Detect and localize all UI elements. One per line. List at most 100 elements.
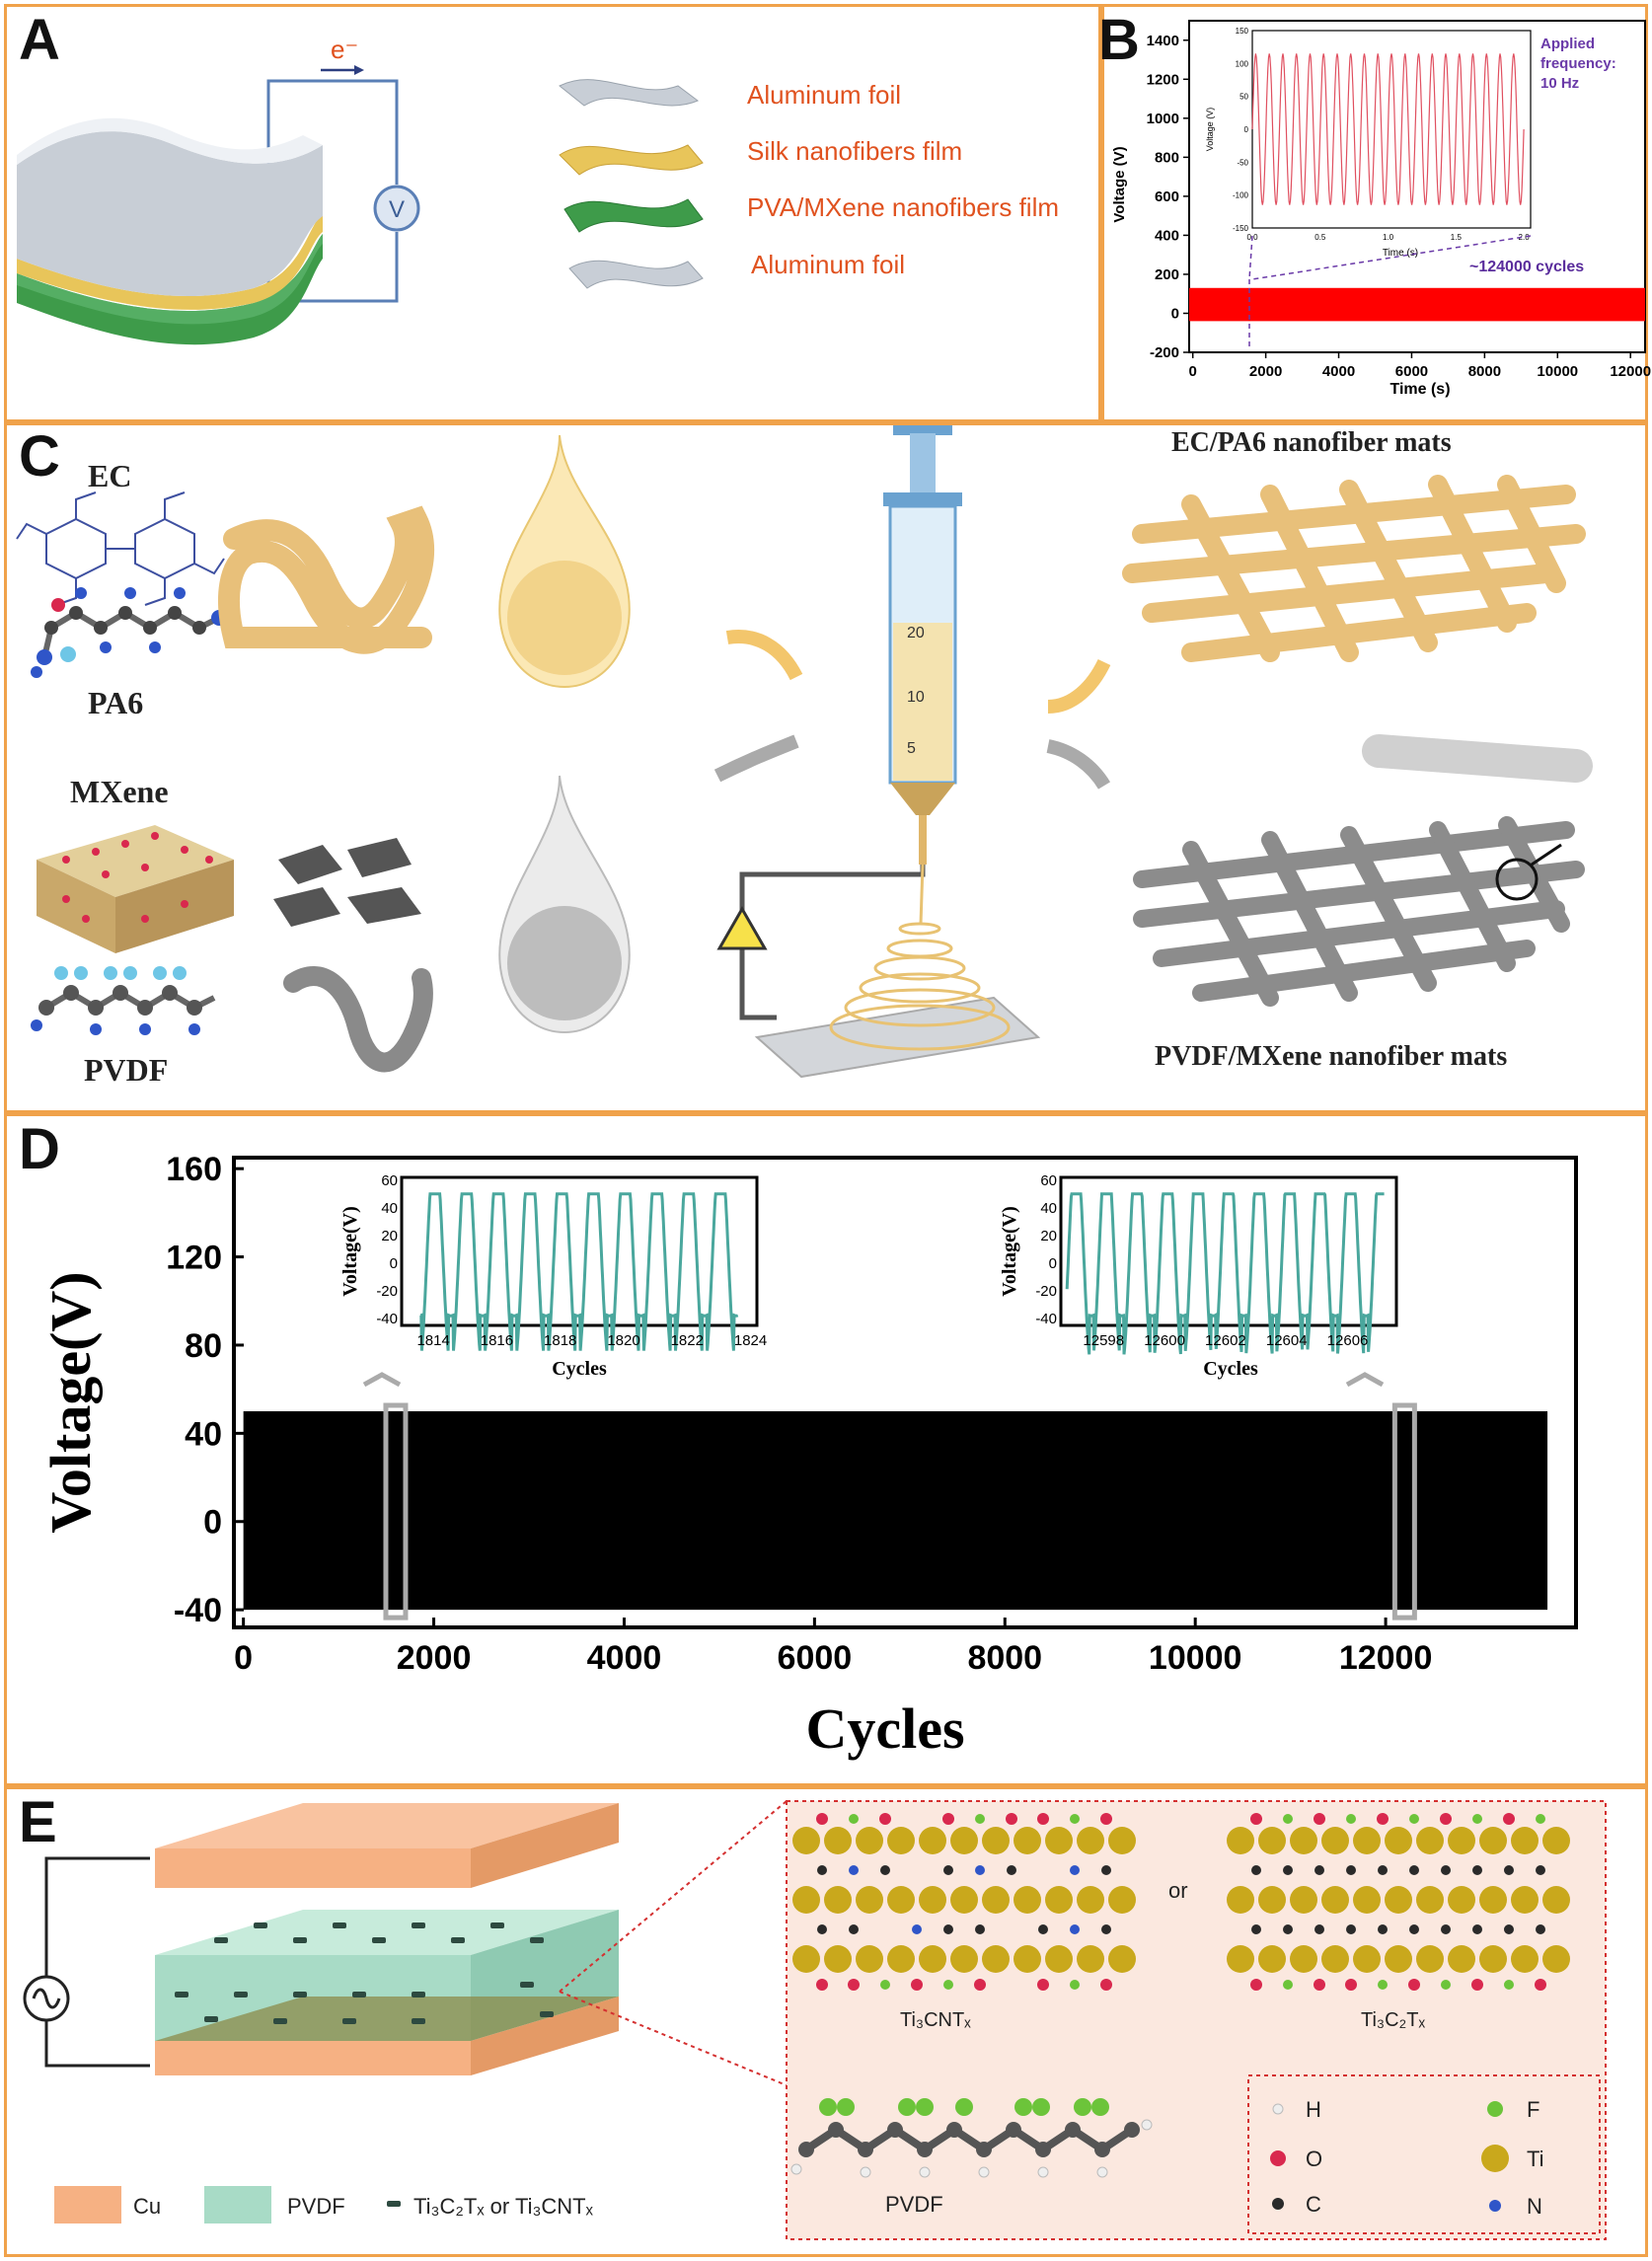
panel-d-callout-2: [1345, 1372, 1385, 1388]
panel-e-diagram: Cu PVDF Ti₃C₂Tₓ or Ti₃CNTₓ: [23, 1800, 1607, 2240]
arrow-to-ec-mat: [1047, 658, 1111, 714]
panel-d-ylabel: Voltage(V): [38, 1271, 103, 1533]
panel-b-ytick-label: 600: [1155, 188, 1179, 205]
atom-f-icon: [1487, 2101, 1503, 2117]
pvdf-mxene-mat-title: PVDF/MXene nanofiber mats: [1155, 1041, 1507, 1072]
panel-b-inset-ytick-label: -100: [1233, 191, 1249, 200]
panel-b-zoom-line-1: [1248, 235, 1253, 280]
zoom-fiber: [1362, 734, 1593, 783]
panel-d-inset-xtick-label: 1818: [544, 1332, 576, 1349]
cu-top-electrode: [155, 1803, 619, 1888]
layer-foil-top: [559, 79, 699, 107]
panel-b-inset-ylabel: Voltage (V): [1205, 108, 1215, 152]
legend-cu-label: Cu: [133, 2194, 161, 2219]
panel-b-inset-xtick-label: 1.5: [1451, 233, 1463, 242]
panel-d-inset-ytick-label: 20: [381, 1228, 398, 1244]
layer-label-1: Aluminum foil: [747, 80, 901, 110]
mxene-flakes: [273, 838, 421, 927]
panel-b-ytick-label: 1400: [1147, 33, 1179, 49]
atom-ti-label: Ti: [1527, 2147, 1544, 2171]
panel-b-inset-xtick-label: 1.0: [1383, 233, 1394, 242]
syringe-mark-5: 5: [907, 740, 916, 757]
panel-b-inset-ytick-label: 150: [1236, 27, 1249, 36]
panel-d-inset-ytick-label: 0: [390, 1255, 398, 1272]
atom-legend-box: [1247, 2074, 1601, 2234]
panel-d-inset-right-ylabel: Voltage(V): [999, 1206, 1020, 1296]
panel-d-label: D: [19, 1117, 60, 1181]
panel-b-inset-frame: [1251, 30, 1532, 229]
panel-b-ytick-label: 1200: [1147, 71, 1179, 88]
panel-b-xtick-label: 6000: [1395, 363, 1428, 380]
atom-o-icon: [1270, 2150, 1286, 2166]
panel-c-label: C: [19, 424, 60, 489]
ec-pa6-mat: [1122, 475, 1586, 662]
panel-d-inset-ytick-label: -40: [376, 1311, 398, 1327]
panel-b-applied-3: 10 Hz: [1540, 75, 1579, 92]
arrow-to-pvdf-mat: [1046, 739, 1111, 790]
panel-d-xlabel: Cycles: [805, 1696, 964, 1761]
panel-d-inset-ytick-label: 40: [1040, 1200, 1057, 1217]
panel-b-xtick-label: 8000: [1468, 363, 1501, 380]
atom-c-icon: [1272, 2198, 1284, 2210]
panel-d-inset-ytick-label: 20: [1040, 1228, 1057, 1244]
panel-d-inset-ytick-label: -20: [376, 1283, 398, 1300]
panel-d-ytick-label: 80: [185, 1327, 222, 1365]
syringe: 20 10 5: [883, 425, 962, 865]
ec-pa6-fiber: [218, 505, 434, 654]
panel-b-applied-1: Applied: [1540, 36, 1595, 52]
panel-b-xtick-label: 10000: [1537, 363, 1578, 380]
panel-d-inset-left-xlabel: Cycles: [552, 1358, 607, 1380]
or-label: or: [1168, 1878, 1188, 1903]
pa6-structure: [31, 587, 227, 678]
atom-n-icon: [1489, 2200, 1501, 2212]
panel-b-ytick-label: 1000: [1147, 111, 1179, 127]
mxene-label: MXene: [70, 774, 169, 809]
ec-structure: [16, 491, 225, 606]
panel-d-inset-left-ylabel: Voltage(V): [339, 1206, 361, 1296]
panel-c: C EC PA6 MXene PVDF: [4, 422, 1648, 1113]
panel-d-inset-left-frame: [400, 1175, 759, 1327]
cu-bottom-electrode: [155, 1997, 619, 2075]
panel-d-inset-ytick-label: -20: [1035, 1283, 1057, 1300]
layer-label-2: Silk nanofibers film: [747, 136, 962, 166]
fiber-spiral: [829, 864, 1011, 1051]
layer-silk: [559, 144, 704, 176]
panel-d-ytick-label: 0: [203, 1504, 222, 1542]
panel-b-ylabel: Voltage (V): [1111, 146, 1128, 222]
panel-a-label: A: [19, 8, 60, 72]
syringe-mark-10: 10: [907, 689, 925, 706]
high-voltage-icon: [716, 905, 768, 950]
layer-foil-bottom: [568, 260, 704, 289]
struct-ti3cnt-label: Ti₃CNTₓ: [900, 2009, 971, 2031]
pvdf-fiber: [283, 966, 433, 1073]
panel-b-xlabel: Time (s): [1389, 381, 1450, 398]
panel-b-signal-band: [1189, 287, 1645, 322]
voltmeter-symbol: V: [389, 196, 405, 223]
panel-b-applied-2: frequency:: [1540, 55, 1616, 72]
panel-d-callout-1: [362, 1372, 402, 1388]
panel-d-inset-left-signal: [419, 1192, 739, 1351]
ec-pa6-droplet-content: [507, 561, 622, 675]
ac-wire: [44, 1856, 150, 2068]
ac-sine: [32, 1988, 61, 2009]
panel-d-ytick-label: 160: [166, 1151, 222, 1188]
panel-b-ytick-label: 400: [1155, 227, 1179, 244]
panel-a-diagram: V e⁻ Aluminum foil Silk nanofibers film …: [17, 35, 1059, 345]
panel-b-inset-xlabel: Time (s): [1383, 248, 1418, 259]
panel-d-xtick-label: 10000: [1149, 1639, 1242, 1677]
ec-pa6-mat-title: EC/PA6 nanofiber mats: [1171, 427, 1452, 458]
panel-c-diagram: EC PA6 MXene PVDF: [16, 425, 1593, 1088]
atom-n-label: N: [1527, 2194, 1542, 2219]
panel-b-chart: Voltage (V) Time (s) 1400120010008006004…: [1111, 20, 1651, 398]
panel-d-inset-ytick-label: -40: [1035, 1311, 1057, 1327]
zoom-pointer: [1531, 843, 1562, 867]
legend-filler-label: Ti₃C₂Tₓ or Ti₃CNTₓ: [413, 2194, 594, 2219]
panel-d-xtick-label: 8000: [967, 1639, 1042, 1677]
panel-d-inset-xtick-label: 12598: [1083, 1332, 1124, 1349]
pvdf-structure: [31, 966, 216, 1035]
electron-arrowhead: [354, 65, 364, 75]
panel-a: A V e⁻ Aluminum fo: [4, 4, 1101, 422]
ec-label: EC: [88, 458, 131, 493]
panel-d-signal-band: [243, 1410, 1548, 1611]
pvdf-mxene-droplet-content: [507, 906, 622, 1020]
